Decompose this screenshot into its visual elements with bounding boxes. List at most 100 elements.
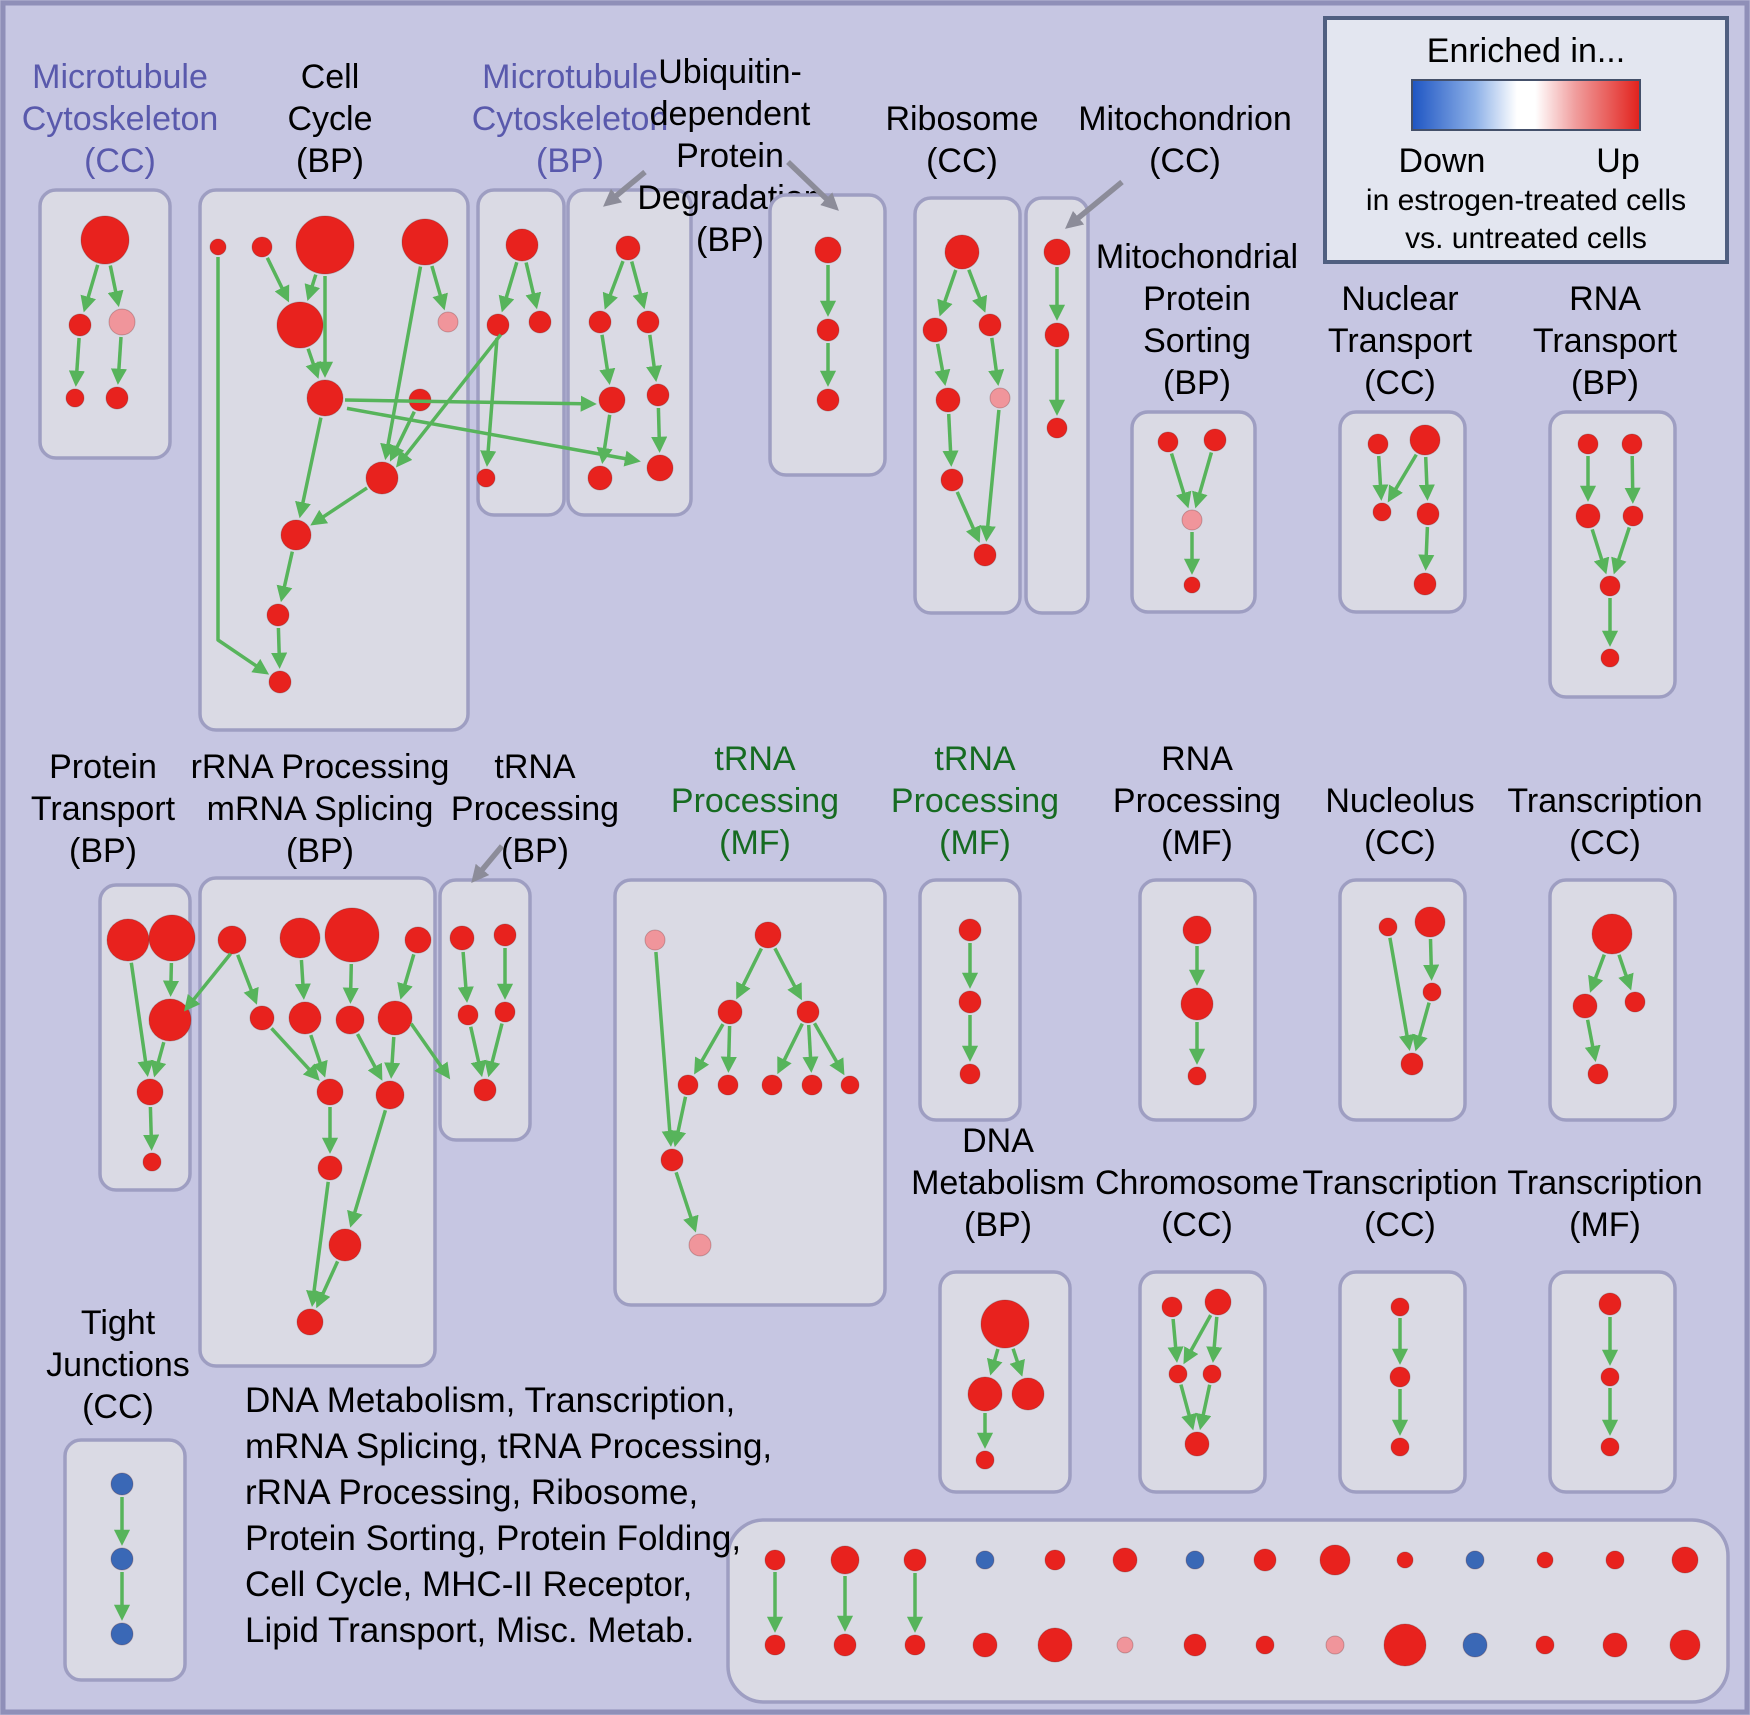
go-edge (1412, 1002, 1431, 1052)
go-edge (1617, 954, 1634, 991)
go-term-node (801, 1074, 823, 1096)
go-term-node (598, 386, 626, 414)
go-term-node (1255, 1635, 1275, 1655)
cluster-box (1138, 1270, 1267, 1494)
go-edge (68, 337, 85, 387)
go-term-node (1046, 417, 1068, 439)
go-edge (674, 1171, 699, 1233)
go-term-node (587, 465, 613, 491)
go-term-node (295, 215, 355, 275)
go-term-node (266, 603, 290, 627)
go-edge (315, 1260, 340, 1309)
go-term-node (1367, 433, 1389, 455)
legend-box (1323, 16, 1729, 264)
go-edge (967, 269, 988, 313)
go-edge (1624, 455, 1641, 504)
go-term-node (1116, 1636, 1134, 1654)
go-term-node (65, 388, 85, 408)
go-term-node (1598, 1292, 1622, 1316)
cluster-box (938, 1270, 1072, 1494)
cluster-box (98, 883, 192, 1192)
go-edge (129, 962, 154, 1077)
go-edge (942, 413, 959, 467)
go-term-node (148, 914, 196, 962)
go-edge (955, 491, 981, 543)
cluster-transcription-mf: Transcription(MF) (1507, 1164, 1703, 1494)
go-edge (1169, 452, 1192, 509)
go-term-node (80, 215, 130, 265)
go-term-node (978, 313, 1002, 337)
go-term-node (980, 1299, 1030, 1349)
go-term-node (1413, 572, 1437, 596)
go-edge (1179, 1384, 1197, 1431)
go-edge (484, 1023, 504, 1078)
go-edge (457, 951, 474, 1003)
go-term-node (280, 519, 312, 551)
go-term-node (764, 1634, 786, 1656)
cross-cluster-edge (409, 1022, 451, 1080)
go-term-node (1409, 424, 1441, 456)
go-term-node (306, 379, 344, 417)
go-edge (270, 1027, 320, 1081)
go-term-node (1396, 1551, 1414, 1569)
go-edge (162, 962, 180, 997)
label-pointer-arrow (786, 160, 839, 211)
go-term-node (754, 921, 782, 949)
go-term-node (1203, 428, 1227, 452)
cluster-label: Transcription(CC) (1302, 1164, 1497, 1244)
cluster-label: Transcription(MF) (1507, 1164, 1702, 1244)
go-term-node (249, 1005, 275, 1031)
go-term-node (1187, 1066, 1207, 1086)
go-edge (309, 1034, 328, 1078)
go-term-node (958, 990, 982, 1014)
cluster-box (198, 876, 437, 1368)
go-term-node (1390, 1437, 1410, 1457)
go-term-node (1389, 1366, 1411, 1388)
go-term-node (1180, 987, 1214, 1021)
go-edge (1423, 938, 1440, 981)
go-edge (1183, 1314, 1213, 1365)
go-term-node (1011, 1377, 1045, 1411)
go-term-node (449, 925, 475, 951)
go-edge (1588, 953, 1606, 993)
go-term-node (473, 1078, 497, 1102)
go-term-node (316, 1078, 344, 1106)
go-term-node (437, 311, 459, 333)
cluster-label: Mitochondrion(CC) (1078, 100, 1292, 180)
go-term-node (975, 1550, 995, 1570)
go-edge (468, 1026, 487, 1078)
go-edge (480, 337, 499, 467)
go-edge (150, 1041, 167, 1078)
go-term-node (142, 1152, 162, 1172)
go-edge (599, 334, 616, 385)
go-term-node (1185, 1550, 1205, 1570)
go-edge (1009, 1348, 1025, 1377)
go-term-node (1599, 575, 1621, 597)
go-term-node (1043, 238, 1071, 266)
go-term-node (486, 313, 510, 337)
go-term-node (209, 238, 227, 256)
go-term-node (717, 1074, 739, 1096)
go-term-node (989, 387, 1011, 409)
cluster-ubiquitin-dependent-protein-degradation-bp-2 (768, 193, 887, 477)
go-term-node (148, 998, 192, 1042)
go-term-node (1319, 1544, 1351, 1576)
go-term-node (1591, 913, 1633, 955)
go-term-node (796, 1000, 820, 1024)
go-term-node (268, 670, 292, 694)
go-edge (294, 959, 311, 1000)
cluster-label: Transcription(CC) (1507, 782, 1702, 862)
go-term-node (973, 543, 997, 567)
go-term-node (967, 1376, 1003, 1412)
go-term-node (1624, 991, 1646, 1013)
go-term-node (1181, 509, 1203, 531)
go-term-node (1161, 1296, 1183, 1318)
